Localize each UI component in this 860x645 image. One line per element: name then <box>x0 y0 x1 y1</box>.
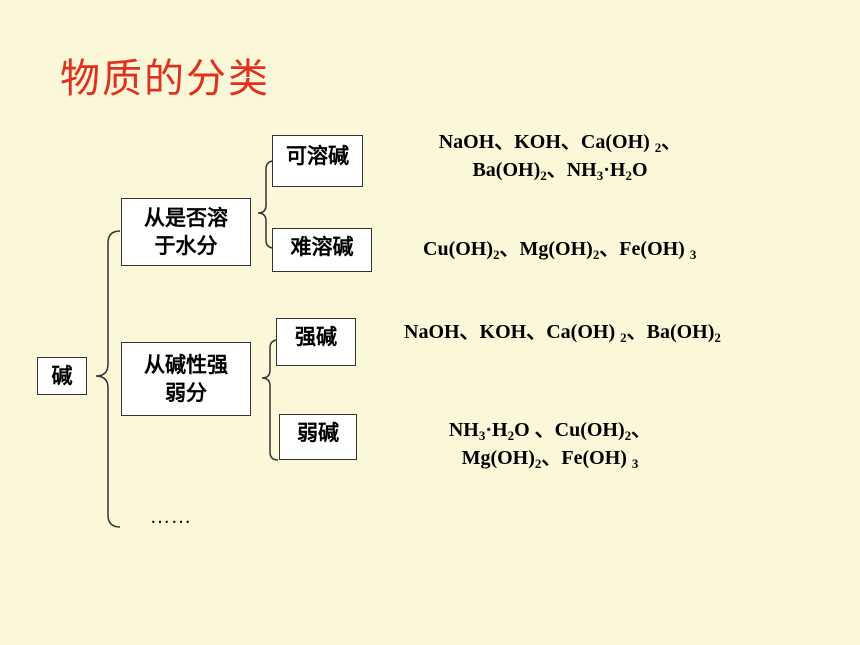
page-title: 物质的分类 <box>60 56 270 102</box>
formula-weak-line1: NH3·H2O 、Cu(OH)2、 <box>448 419 652 443</box>
leaf-insoluble-base: 难溶碱 <box>272 228 372 272</box>
formula-soluble-line2: Ba(OH)2、NH3·H2O <box>472 159 648 183</box>
leaf-soluble-base-label: 可溶碱 <box>286 144 349 168</box>
category-solubility: 从是否溶 于水分 <box>121 198 251 266</box>
category-1-brace <box>257 160 275 249</box>
root-node: 碱 <box>37 357 87 395</box>
category-solubility-line1: 从是否溶 <box>144 206 228 230</box>
formula-strong-base: NaOH、KOH、Ca(OH) 2、Ba(OH)2 <box>404 318 721 346</box>
leaf-strong-base-label: 强碱 <box>295 325 337 349</box>
leaf-weak-base-label: 弱碱 <box>297 421 339 445</box>
formula-insoluble-base: Cu(OH)2、Mg(OH)2、Fe(OH) 3 <box>423 235 696 263</box>
formula-soluble-line1: NaOH、KOH、Ca(OH) 2、 <box>438 131 682 155</box>
category-strength-line2: 弱分 <box>165 381 207 405</box>
formula-weak-line2: Mg(OH)2、Fe(OH) 3 <box>461 447 639 471</box>
category-strength: 从碱性强 弱分 <box>121 342 251 416</box>
formula-soluble-base: NaOH、KOH、Ca(OH) 2、 Ba(OH)2、NH3·H2O <box>405 128 715 184</box>
leaf-insoluble-base-label: 难溶碱 <box>290 235 354 259</box>
formula-weak-base: NH3·H2O 、Cu(OH)2、 Mg(OH)2、Fe(OH) 3 <box>420 416 680 472</box>
formula-strong-line1: NaOH、KOH、Ca(OH) 2、Ba(OH)2 <box>404 321 721 345</box>
leaf-weak-base: 弱碱 <box>279 414 357 460</box>
leaf-strong-base: 强碱 <box>276 318 356 366</box>
leaf-soluble-base: 可溶碱 <box>272 135 363 187</box>
root-label: 碱 <box>51 364 73 388</box>
category-strength-line1: 从碱性强 <box>144 353 228 377</box>
root-brace <box>95 230 121 528</box>
category-solubility-line2: 于水分 <box>154 234 218 258</box>
more-ellipsis: …… <box>150 506 192 528</box>
formula-insoluble-line1: Cu(OH)2、Mg(OH)2、Fe(OH) 3 <box>423 238 697 262</box>
category-2-brace <box>261 339 279 461</box>
